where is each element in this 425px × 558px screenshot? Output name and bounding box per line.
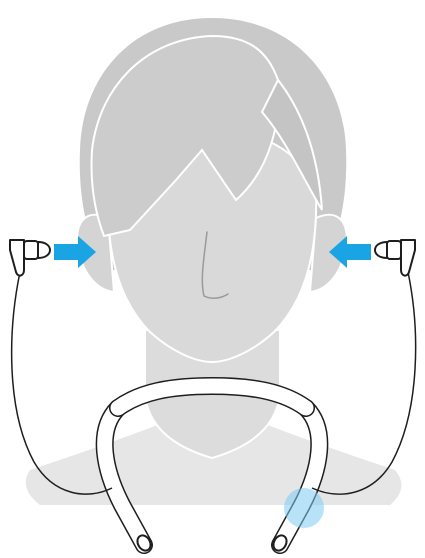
left-cable — [10, 271, 113, 495]
hair-swoop — [260, 78, 323, 211]
nose — [201, 231, 229, 299]
right-cable — [311, 271, 417, 495]
arrow-right-icon — [54, 236, 96, 268]
earbud-icon — [9, 239, 52, 277]
earbud-icon — [373, 239, 416, 277]
control-highlight — [284, 488, 324, 528]
arrow-left-icon — [329, 236, 371, 268]
